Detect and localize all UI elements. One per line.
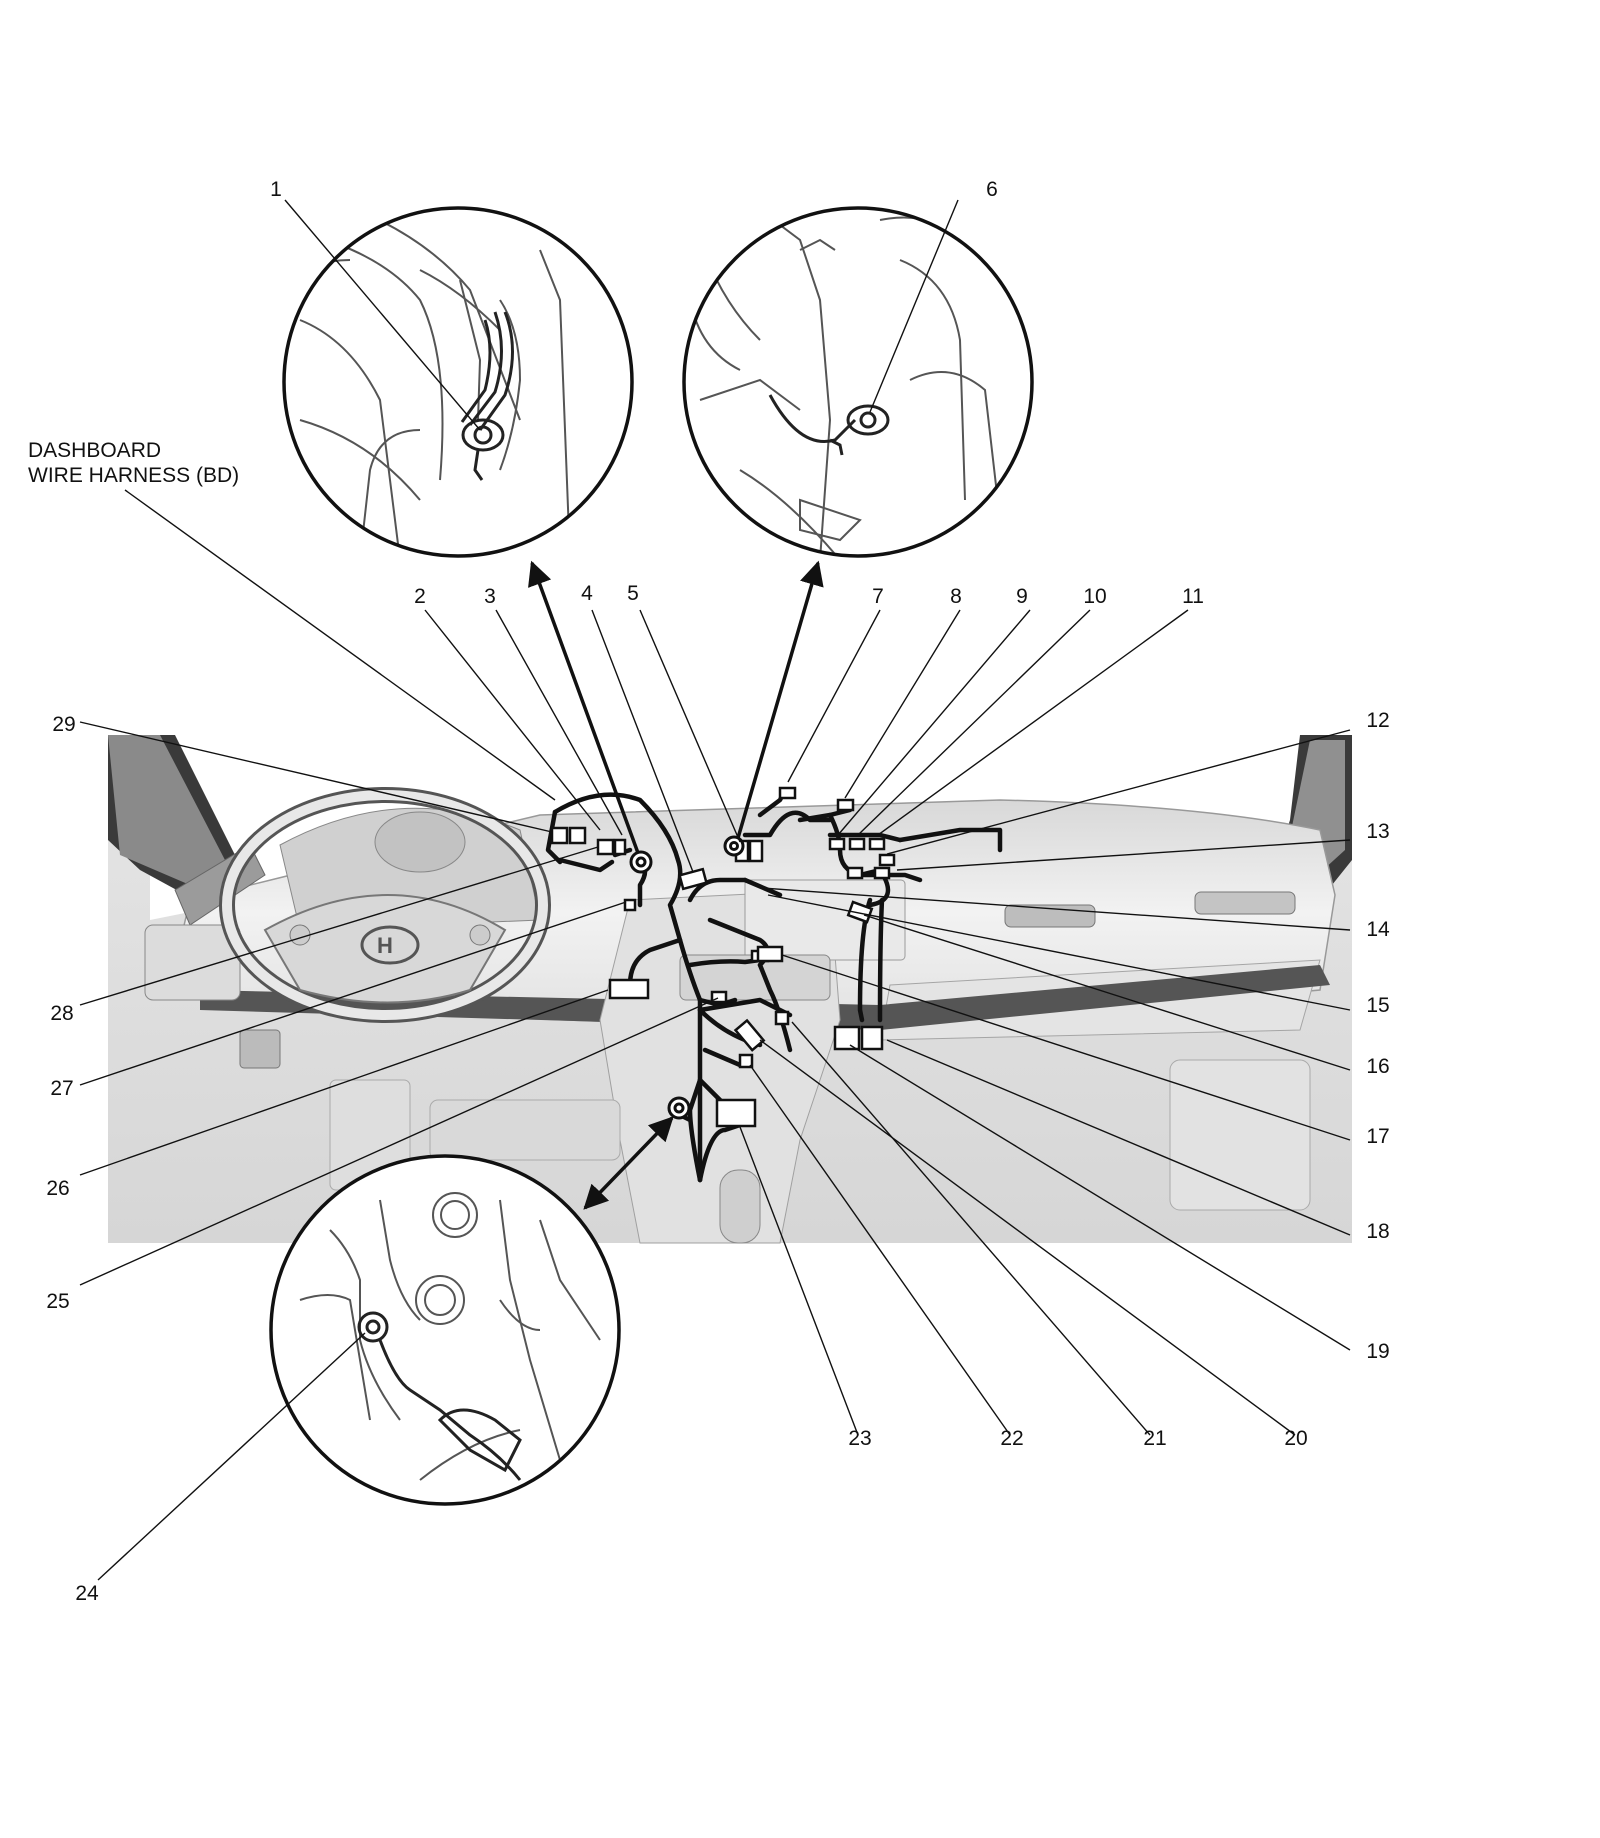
callout-27: 27 [50,1077,73,1100]
harness-title-line2: WIRE HARNESS (BD) [28,464,240,487]
callout-4: 4 [581,582,593,605]
connectors [550,786,896,1128]
callout-2: 2 [414,585,426,608]
callout-8: 8 [950,585,962,608]
dashboard-scene: H [108,735,1352,1244]
callout-18: 18 [1366,1220,1389,1243]
callout-11: 11 [1182,585,1204,608]
callout-22: 22 [1000,1427,1023,1450]
callout-14: 14 [1366,918,1390,941]
callout-6: 6 [986,178,998,201]
callout-1: 1 [270,178,282,201]
callout-16: 16 [1366,1055,1389,1078]
callout-19: 19 [1366,1340,1389,1363]
ground-points [629,835,745,1120]
detail-view-24 [269,1154,621,1506]
wire-harness [545,787,1003,1183]
harness-title: DASHBOARD WIRE HARNESS (BD) [28,438,239,488]
detail-arrows [528,560,824,1210]
callout-3: 3 [484,585,496,608]
callout-25: 25 [46,1290,69,1313]
detail-view-1 [282,206,634,558]
callout-17: 17 [1366,1125,1389,1148]
callout-15: 15 [1366,994,1389,1017]
svg-text:H: H [377,933,393,958]
callout-5: 5 [627,582,639,605]
callout-28: 28 [50,1002,73,1025]
callout-20: 20 [1284,1427,1307,1450]
callout-7: 7 [872,585,884,608]
callout-29: 29 [52,713,75,736]
callout-24: 24 [75,1582,99,1605]
callout-12: 12 [1366,709,1389,732]
leader-lines [79,199,1351,1581]
callout-9: 9 [1016,585,1028,608]
callout-23: 23 [848,1427,871,1450]
callout-26: 26 [46,1177,69,1200]
harness-title-line1: DASHBOARD [28,439,162,462]
callout-10: 10 [1083,585,1106,608]
callout-labels: 1 2 3 4 5 6 7 8 9 10 11 12 13 14 15 16 1… [46,178,1390,1605]
callout-21: 21 [1143,1427,1166,1450]
detail-view-6 [682,206,1034,558]
callout-13: 13 [1366,820,1389,843]
